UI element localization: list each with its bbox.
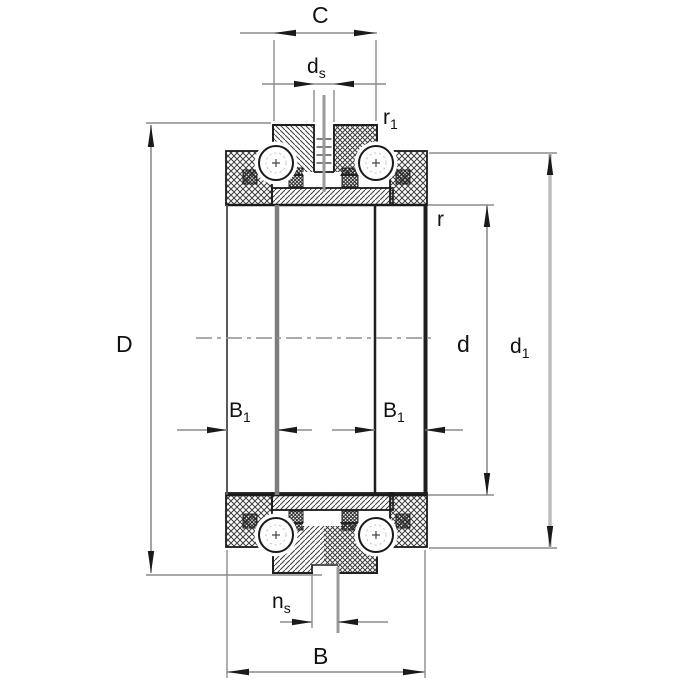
dim-B1R-arrow-right — [425, 426, 445, 434]
dimension-B1-left: B1 — [177, 399, 312, 434]
dim-d-arrow-bottom — [483, 473, 491, 495]
label-ns: ns — [272, 590, 291, 616]
dim-B-arrow-right — [403, 668, 425, 676]
dim-ds-arrow-right — [334, 80, 354, 88]
label-r1: r1 — [383, 106, 398, 132]
upper-half-section — [225, 121, 428, 207]
dim-ns-arrow-left — [292, 618, 312, 626]
lower-cage-right — [341, 510, 359, 531]
dimension-B1-right: B1 — [332, 399, 463, 434]
lower-cage-outer-right — [395, 513, 411, 529]
dim-B1R-arrow-left — [355, 426, 375, 434]
dim-B1L-arrow-left — [207, 426, 227, 434]
dim-ns-arrow-right — [338, 618, 358, 626]
dimension-d: d — [428, 204, 494, 496]
dim-d1-arrow-bottom — [546, 526, 554, 548]
label-d: d — [457, 331, 470, 357]
dimension-d1: d1 — [429, 152, 557, 549]
label-ds: ds — [307, 55, 326, 81]
upper-cage-outer-right — [395, 169, 411, 185]
dimension-C: C — [240, 2, 377, 121]
ball-center-marks-top — [272, 159, 380, 167]
dim-ds-arrow-left — [294, 80, 314, 88]
upper-spacer-strip — [271, 187, 394, 206]
dimension-D: D — [116, 122, 322, 576]
dim-D-arrow-top — [147, 125, 155, 147]
dim-C-arrow-left — [274, 29, 296, 37]
lower-cage-outer-left — [242, 513, 258, 529]
lower-clearance-gap — [302, 511, 342, 526]
dim-B-extension-lines — [226, 550, 426, 678]
label-d1: d1 — [510, 335, 530, 361]
dim-ds-extension-lines — [313, 90, 335, 122]
dimension-ns: ns — [272, 567, 388, 633]
dim-C-arrow-right — [354, 29, 376, 37]
dimension-B: B — [226, 550, 426, 678]
dim-d-arrow-top — [483, 205, 491, 227]
dim-d1-arrow-top — [546, 153, 554, 175]
dim-B-arrow-left — [227, 668, 249, 676]
label-B: B — [313, 643, 328, 669]
upper-cage-right — [341, 167, 359, 188]
dim-B1L-arrow-right — [277, 426, 297, 434]
locating-slot-edges — [311, 564, 338, 574]
lower-half-section — [225, 492, 428, 576]
label-B1-left: B1 — [229, 399, 251, 425]
bore-silhouette-lines — [226, 205, 428, 495]
label-B1-right: B1 — [383, 399, 405, 425]
label-D: D — [116, 331, 133, 357]
label-r: r — [437, 208, 444, 231]
ball-center-marks-bottom — [272, 531, 380, 539]
upper-clearance-gap — [302, 172, 342, 187]
dimension-ds: ds — [262, 55, 386, 192]
dim-D-arrow-bottom — [147, 551, 155, 573]
dim-C-extension-lines — [273, 40, 377, 121]
locating-slot — [312, 564, 338, 576]
upper-cage-outer-left — [242, 169, 258, 185]
label-C: C — [312, 2, 329, 28]
